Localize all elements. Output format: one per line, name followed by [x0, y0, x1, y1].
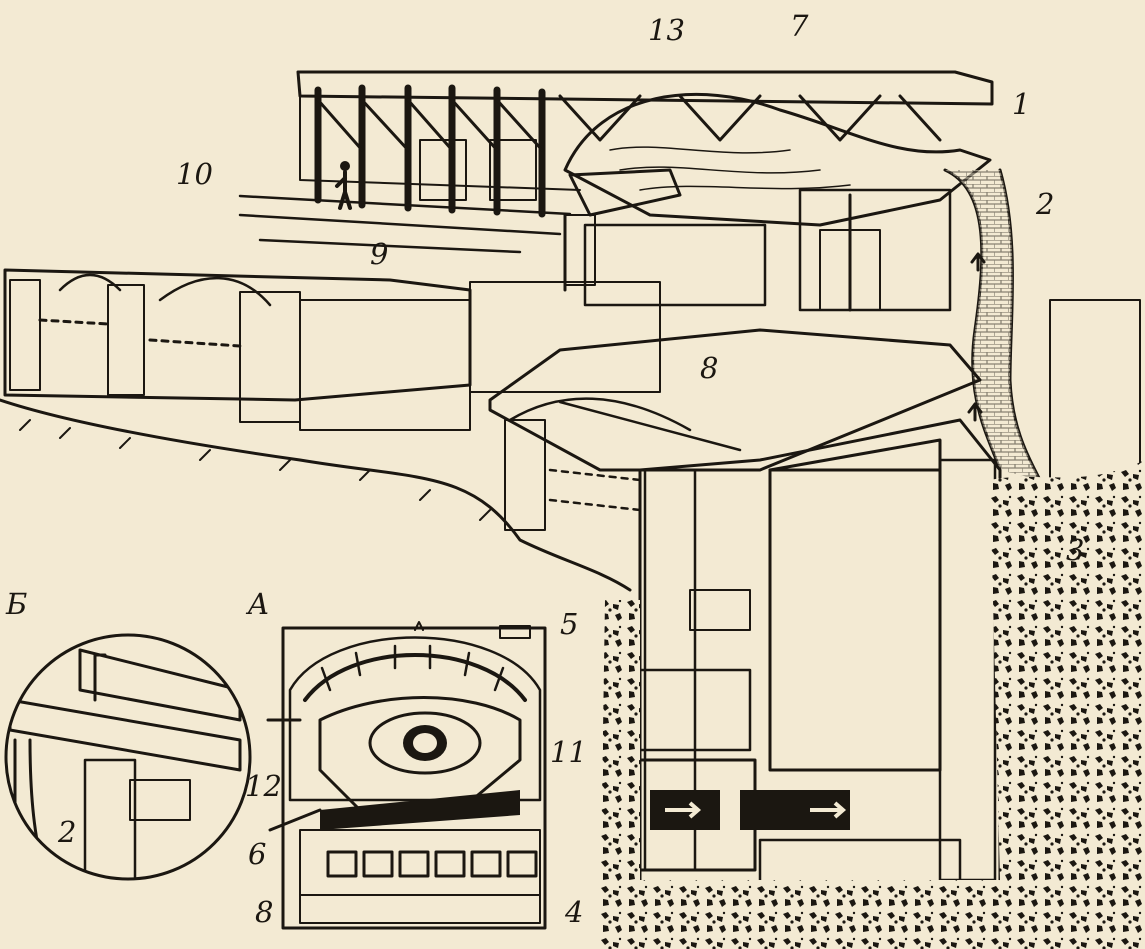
label-4: 4: [565, 895, 584, 929]
label-2: 2: [1036, 187, 1055, 221]
label-3: 3: [1066, 533, 1085, 567]
uptake-flue: [943, 168, 1042, 482]
label-a-11: 11: [550, 735, 587, 769]
ground-fill: [0, 398, 1145, 949]
label-7: 7: [790, 9, 809, 43]
label-9: 9: [370, 237, 389, 271]
inset-b-title: Б: [6, 587, 28, 621]
label-10: 10: [176, 157, 213, 191]
label-5: 5: [560, 607, 579, 641]
label-13: 13: [648, 13, 685, 47]
label-8: 8: [700, 351, 719, 385]
label-1: 1: [1012, 87, 1031, 121]
worker-figure: [335, 161, 352, 210]
inset-a-cross-section: [266, 621, 547, 930]
inset-b-detail: [4, 633, 252, 881]
furnace-working-space: [563, 93, 992, 312]
label-a-12: 12: [245, 769, 282, 803]
left-regenerator-block: [3, 268, 661, 431]
label-a-8: 8: [255, 895, 274, 929]
regenerator-chamber: [623, 418, 1002, 902]
charging-building: [238, 70, 994, 254]
inset-a-title: A: [248, 587, 269, 621]
label-b-2: 2: [58, 815, 77, 849]
label-a-6: 6: [248, 837, 267, 871]
